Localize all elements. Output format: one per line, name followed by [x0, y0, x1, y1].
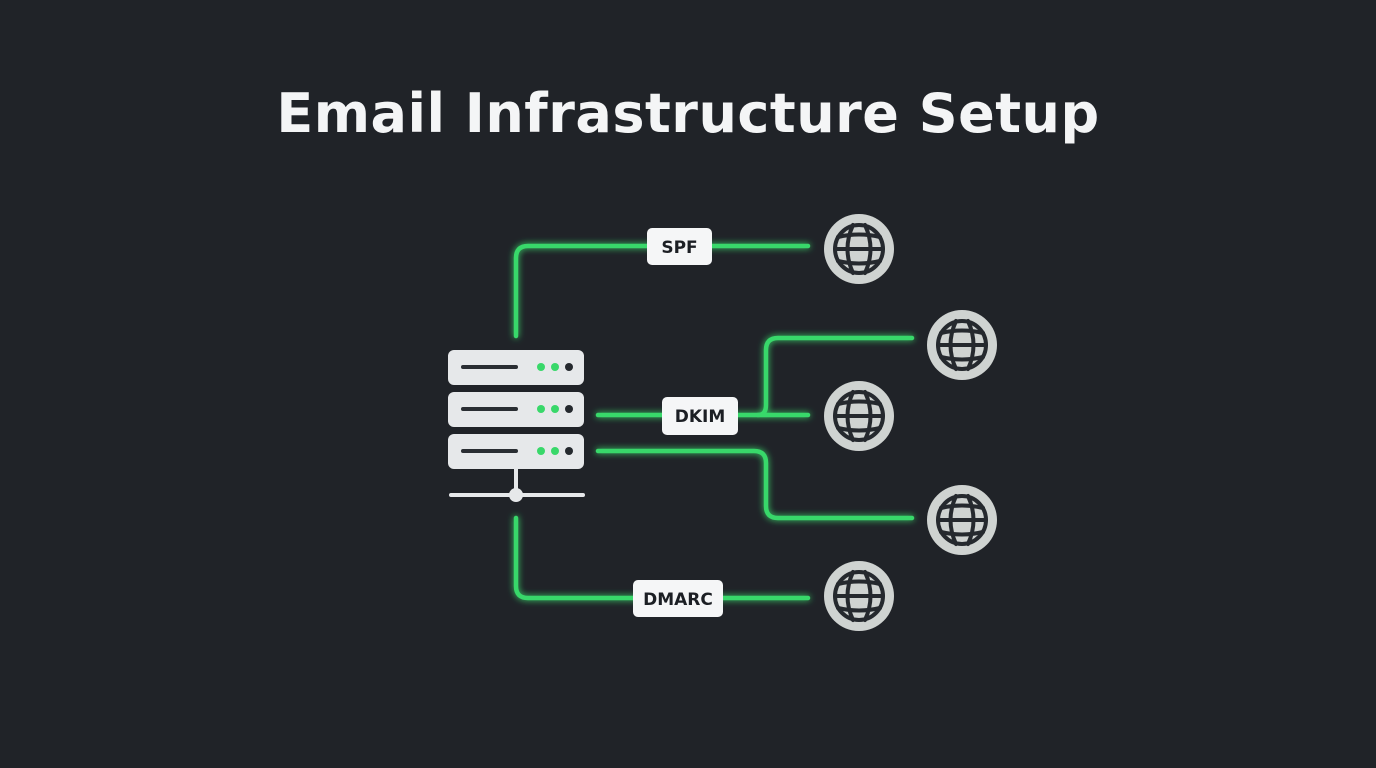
dkim-label-text: DKIM: [675, 407, 726, 427]
globe-icon: [925, 483, 999, 557]
dkim-label: DKIM: [662, 397, 738, 435]
globe-icon: [822, 379, 896, 453]
secondary-connector-line: [595, 448, 915, 521]
server-rack-icon: [448, 350, 585, 502]
dmarc-label: DMARC: [633, 580, 723, 617]
globe-icon: [925, 308, 999, 382]
dkim-branch-line: [755, 335, 915, 418]
globe-icon: [822, 212, 896, 286]
spf-connector-line: [513, 243, 811, 339]
dmarc-connector-line: [513, 515, 811, 601]
spf-label: SPF: [647, 228, 712, 265]
globe-icon: [822, 559, 896, 633]
dmarc-label-text: DMARC: [643, 590, 713, 610]
diagram-title: Email Infrastructure Setup: [276, 82, 1100, 145]
spf-label-text: SPF: [661, 238, 697, 258]
